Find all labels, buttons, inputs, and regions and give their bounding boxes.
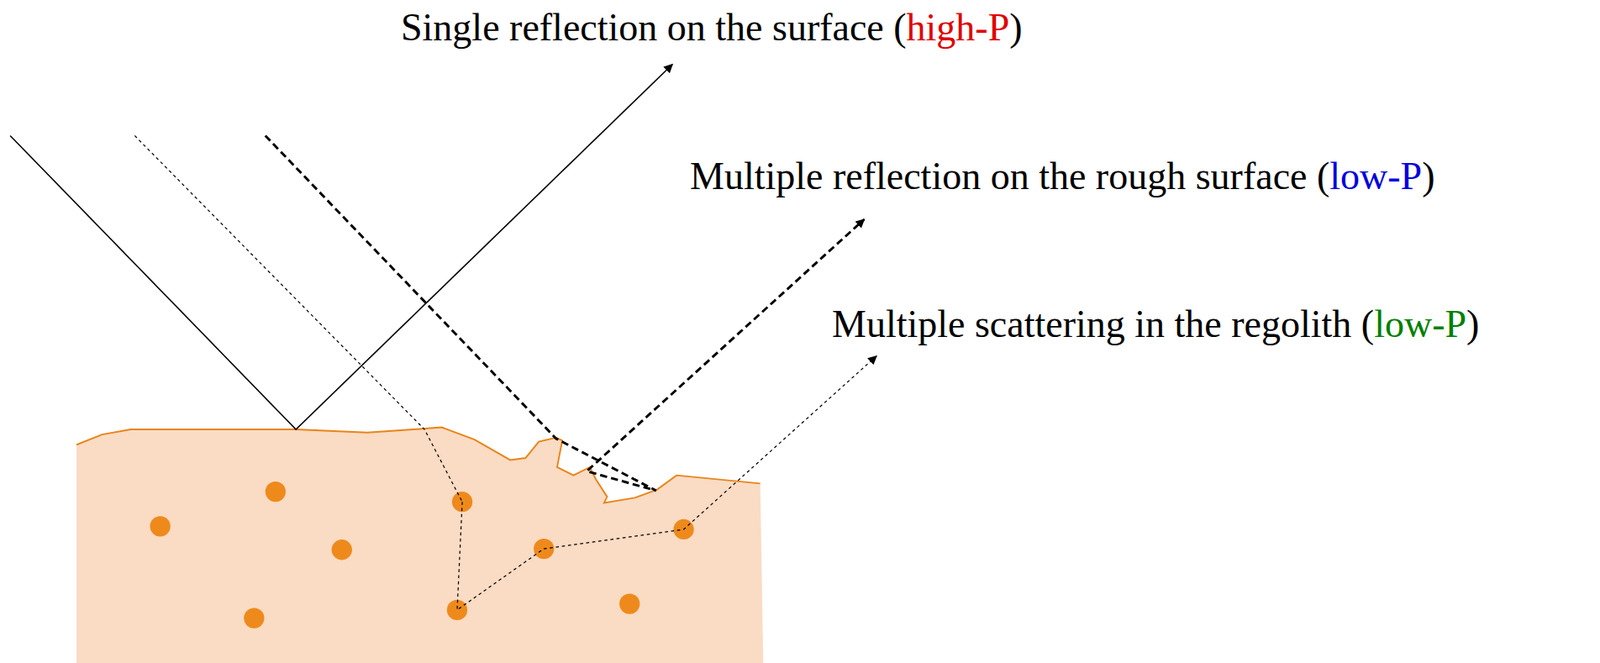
label-part: ) [1466, 302, 1479, 346]
label-part: ) [1421, 154, 1435, 198]
rough-surface-label: Multiple reflection on the rough surface… [689, 154, 1436, 200]
polarization-tag: low-P [1373, 302, 1467, 346]
grain [243, 607, 264, 628]
single-reflection-ray [10, 63, 673, 430]
polarization-tag: high-P [906, 5, 1011, 49]
grain-dots [150, 481, 695, 629]
grain [150, 515, 171, 537]
grain [331, 539, 353, 560]
polarization-tag: low-P [1329, 154, 1422, 198]
label-part: Multiple scattering in the regolith ( [831, 302, 1374, 346]
grain [265, 481, 286, 502]
regolith-surface [76, 427, 761, 504]
regolith-body [76, 427, 764, 663]
incident-ray-scattering [134, 135, 463, 502]
label-part: Single reflection on the surface ( [400, 5, 907, 49]
single-reflection-label: Single reflection on the surface (high-P… [400, 5, 1023, 51]
regolith-scattering-label: Multiple scattering in the regolith (low… [831, 302, 1479, 348]
label-part: Multiple reflection on the rough surface… [689, 154, 1330, 198]
label-part: ) [1009, 5, 1022, 49]
scattering-path [457, 356, 877, 611]
grain [619, 593, 640, 614]
grain [447, 600, 468, 621]
